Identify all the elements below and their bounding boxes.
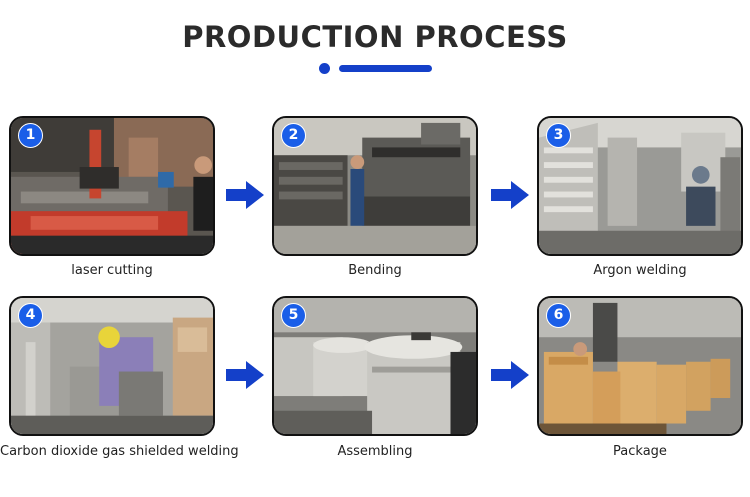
assembling-photo	[274, 298, 476, 434]
step-label-bending: Bending	[348, 263, 402, 278]
argon-welding-photo	[539, 118, 741, 254]
laser-cutting-photo	[11, 118, 213, 254]
step-label-co2-welding: Carbon dioxide gas shielded welding	[0, 444, 239, 459]
title-accent-dot	[319, 63, 330, 74]
step-number-badge: 4	[18, 303, 43, 328]
title-accent-bar	[339, 65, 432, 72]
step-card-laser-cutting: 1	[9, 116, 215, 256]
step-card-co2-welding: 4	[9, 296, 215, 436]
step-number-badge: 5	[281, 303, 306, 328]
arrow-right-icon	[226, 361, 264, 389]
bending-photo	[274, 118, 476, 254]
step-number-badge: 2	[281, 123, 306, 148]
step-card-package: 6	[537, 296, 743, 436]
step-number-badge: 6	[546, 303, 571, 328]
step-card-bending: 2	[272, 116, 478, 256]
step-card-assembling: 5	[272, 296, 478, 436]
co2-welding-photo	[11, 298, 213, 434]
page-title: PRODUCTION PROCESS	[182, 20, 568, 54]
arrow-right-icon	[491, 181, 529, 209]
arrow-right-icon	[226, 181, 264, 209]
step-label-assembling: Assembling	[337, 444, 413, 459]
arrow-right-icon	[491, 361, 529, 389]
step-number-badge: 1	[18, 123, 43, 148]
step-label-package: Package	[613, 444, 667, 459]
step-label-argon-welding: Argon welding	[593, 263, 687, 278]
step-number-badge: 3	[546, 123, 571, 148]
package-photo	[539, 298, 741, 434]
step-card-argon-welding: 3	[537, 116, 743, 256]
step-label-laser-cutting: laser cutting	[71, 263, 153, 278]
